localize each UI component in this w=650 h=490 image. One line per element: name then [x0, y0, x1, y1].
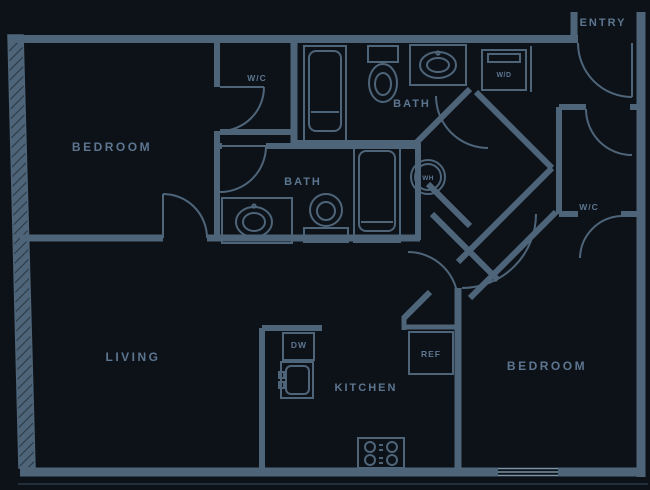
room-labels: BEDROOM W/C BATH ENTRY W/D WH BATH W/C L… [72, 17, 627, 394]
water-heater-icon [410, 159, 446, 195]
toilet-1-icon [367, 45, 399, 103]
entry-door-arc [577, 42, 633, 98]
hall-bath-door-arc [435, 95, 489, 149]
toilet-2-icon [303, 193, 349, 243]
fixtures [221, 44, 558, 478]
bathtub-2-icon [353, 145, 401, 243]
hall-door-arc [407, 251, 459, 303]
bedroom-2-label: BEDROOM [507, 359, 587, 373]
bedroom-1-label: BEDROOM [72, 140, 152, 154]
walk-in-closet-2-label: W/C [579, 202, 599, 212]
vestibule-door-arc [585, 108, 633, 156]
door-arcs [162, 42, 633, 303]
sink-2-icon [221, 197, 293, 244]
bathtub-1-icon [303, 45, 347, 143]
washer-dryer-label: W/D [496, 72, 511, 79]
sink-1-icon [409, 44, 467, 86]
range-icon [357, 437, 405, 469]
entry-label: ENTRY [580, 17, 627, 29]
water-heater-label: WH [422, 175, 433, 182]
bath2-door-arc [219, 145, 267, 193]
dishwasher-box [282, 332, 315, 361]
closet2-door-arc [579, 215, 622, 259]
kitchen-label: KITCHEN [335, 382, 398, 394]
diagonal-hall-walls [401, 86, 559, 321]
bath-2-label: BATH [284, 176, 322, 188]
bath-1-label: BATH [393, 98, 431, 110]
kitchen-sink-icon [278, 361, 314, 399]
closet1-door-arc [219, 86, 265, 132]
dishwasher-label: DW [291, 340, 307, 350]
bedroom1-door-arc [162, 193, 208, 239]
washer-dryer-box [481, 46, 532, 92]
refrigerator-label: REF [421, 349, 441, 359]
living-room-label: LIVING [105, 350, 160, 364]
window [498, 465, 558, 478]
walk-in-closet-1-label: W/C [247, 73, 267, 83]
refrigerator-box [408, 331, 454, 375]
bedroom2-door-arc [461, 213, 537, 289]
